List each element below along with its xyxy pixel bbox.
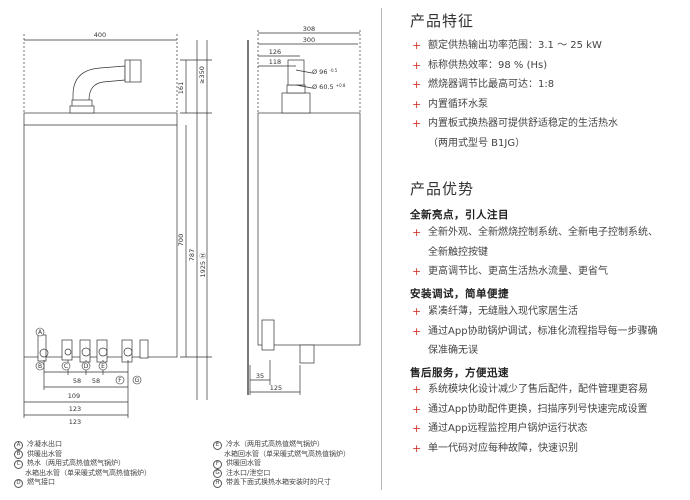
dim-125: 125	[270, 384, 282, 392]
conn-label-g: G	[135, 377, 140, 384]
list-item: +紧凑纤薄，无缝融入现代家居生活	[412, 305, 578, 318]
dim-161: 161	[177, 82, 185, 94]
dim-787: 787	[188, 249, 196, 261]
boiler-front-body	[23, 112, 178, 358]
dim-35: 35	[256, 372, 264, 380]
list-item: +通过App协助锅炉调试，标准化流程指导每一步骤确保准确无误	[412, 324, 658, 357]
list-item: +通过App远程监控用户锅炉运行状态	[412, 422, 588, 436]
conn-label-f: F	[118, 377, 122, 384]
dim-400: 400	[94, 31, 106, 39]
dim-58a: 58	[73, 377, 81, 385]
dim-1925: 1925 Ⓗ	[199, 252, 207, 278]
list-item: +系统模块化设计减少了售后配件，配件管理更容易	[412, 383, 648, 396]
dim-109: 109	[68, 392, 80, 400]
advantages-title: 产品优势	[410, 180, 475, 198]
group-subtitle: 安装调试，简单便捷	[410, 288, 509, 300]
technical-drawing: A B C D E F G 400 ≥350 161 700 787 1925 …	[23, 25, 361, 426]
dim-123b: 123	[69, 418, 81, 426]
conn-label-e: E	[101, 363, 105, 370]
list-item: +内置循环水泵	[412, 97, 488, 111]
list-item: +通过App协助配件更换，扫描序列号快速完成设置	[412, 402, 648, 416]
bottom-connections	[37, 334, 149, 363]
dim-d96: Ø 96 -0.5	[312, 68, 338, 76]
dim-308: 308	[303, 25, 315, 33]
list-item: +全新外观、全新燃烧控制系统、全新电子控制系统、全新触控按键	[412, 226, 658, 258]
advantages-list-2: +紧凑纤薄，无缝融入现代家居生活 +通过App协助锅炉调试，标准化流程指导每一步…	[410, 302, 685, 361]
advantages-list-1: +全新外观、全新燃烧控制系统、全新电子控制系统、全新触控按键 +更高调节比、更高…	[410, 223, 685, 282]
conn-label-a: A	[38, 329, 43, 336]
dim-d60: Ø 60.5 +0.8	[312, 83, 346, 91]
group-subtitle: 售后服务，方便迅速	[410, 367, 509, 379]
conn-label-d: D	[84, 363, 89, 370]
column-divider	[381, 8, 382, 490]
connection-labels: A B C D E F G	[35, 327, 142, 385]
list-item: +燃烧器调节比最高可达：1:8	[412, 78, 555, 92]
dim-700: 700	[177, 234, 185, 246]
dim-123a: 123	[69, 405, 81, 413]
conn-label-b: B	[38, 363, 42, 370]
list-item: +额定供热输出功率范围：3.1 ～ 25 kW	[412, 39, 602, 52]
legend-item: 水箱出水管（单采暖式燃气高热值锅炉）	[25, 468, 151, 477]
advantages-list-3: +系统模块化设计减少了售后配件，配件管理更容易 +通过App协助配件更换，扫描序…	[410, 380, 685, 458]
dim-300: 300	[303, 36, 315, 44]
dim-350: ≥350	[198, 66, 206, 84]
group-subtitle: 全新亮点，引人注目	[410, 209, 509, 221]
list-item: +更高调节比、更高生活热水流量、更省气	[412, 265, 608, 279]
dim-118: 118	[269, 58, 281, 66]
list-item: +单一代码对应每种故障，快速识别	[412, 441, 578, 455]
features-list: +额定供热输出功率范围：3.1 ～ 25 kW +标称供热效率：98 % (Hs…	[410, 36, 685, 154]
boiler-side-body	[257, 112, 361, 346]
legend-item: 水箱回水管（单采暖式燃气高热值锅炉）	[224, 449, 350, 458]
list-item: +内置板式换热器可提供舒适稳定的生活热水（两用式型号 B1JG）	[412, 117, 618, 149]
dim-58b: 58	[92, 377, 100, 385]
list-item: +标称供热效率：98 % (Hs)	[412, 58, 548, 72]
features-title: 产品特征	[410, 12, 475, 30]
conn-label-c: C	[64, 363, 68, 370]
dim-126: 126	[269, 48, 281, 56]
side-flue-adapter	[281, 92, 311, 114]
